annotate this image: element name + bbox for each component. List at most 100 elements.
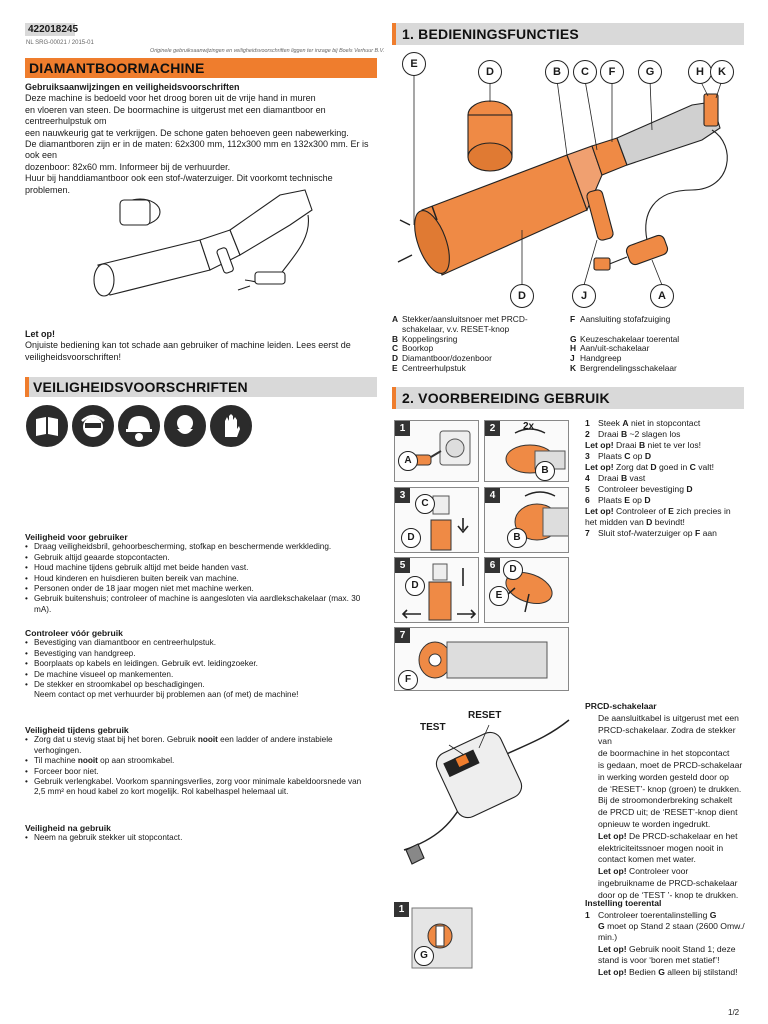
speed-line: G moet op Stand 2 staan (2600 Omw./ <box>598 920 745 931</box>
step-3-note: Let op! Zorg dat D goed in C valt! <box>585 462 714 472</box>
panel-number: 5 <box>395 558 410 573</box>
drill-illustration-small <box>93 189 313 297</box>
hard-hat-icon <box>118 405 160 447</box>
list-item: Boorplaats op kabels en leidingen. Gebru… <box>25 659 377 670</box>
panel-callout-e: E <box>489 586 509 606</box>
panel-callout-f: F <box>398 670 418 690</box>
functions-title-accent <box>392 23 396 45</box>
list-item: Bevestiging van diamantboor en centreerh… <box>25 638 377 649</box>
list-item: Bevestiging van handgreep. <box>25 649 377 660</box>
prep-panel-2: 2 2x B <box>484 420 569 482</box>
diagram-callout-b: B <box>545 60 569 84</box>
prcd-line: in werking worden gesteld door op <box>598 771 729 782</box>
panel-number: 6 <box>485 558 500 573</box>
prcd-line: de PRCD uit; de ‘RESET’-knop dient <box>598 807 738 818</box>
intro-line: dozenboor: 82x60 mm. Informeer bij de ve… <box>25 161 231 172</box>
user-safety-section: Veiligheid voor gebruiker Draag veilighe… <box>25 532 377 615</box>
list-item: Gebruik buitenshuis; controleer of machi… <box>25 594 377 615</box>
manual-icon <box>26 405 68 447</box>
panel-number: 3 <box>395 488 410 503</box>
prcd-line: ingebruikname de PRCD-schakelaar <box>598 877 738 888</box>
speed-heading: Instelling toerental <box>585 898 662 908</box>
gloves-icon <box>210 405 252 447</box>
prep-title: 2. VOORBEREIDING GEBRUIK <box>402 390 610 406</box>
panel-2x-label: 2x <box>523 421 535 432</box>
prep-panel-3: 3 C D <box>394 487 479 553</box>
letop-line: veiligheidsvoorschriften! <box>25 351 122 362</box>
title-bar <box>25 58 377 78</box>
list-item: Zorg dat u stevig staat bij het boren. G… <box>25 735 377 756</box>
speed-panel: 1 G <box>394 902 474 974</box>
intro-line: De diamantboren zijn er in de maten: 62x… <box>25 139 369 161</box>
prcd-line: de ‘RESET’- knop (groen) te drukken. <box>598 783 742 794</box>
before-use-heading: Controleer vóór gebruik <box>25 628 123 638</box>
prcd-test-label: TEST <box>420 722 446 733</box>
diagram-callout-d2: D <box>510 284 534 308</box>
intro-line: en vloeren van steen. De boormachine is … <box>25 104 326 127</box>
list-item: De stekker en stroomkabel op beschadigin… <box>25 680 377 691</box>
intro-line: een nauwkeurig gat te verkrijgen. De sch… <box>25 127 349 138</box>
speed-line: stand is voor ‘boren met statief’! <box>598 955 720 966</box>
page-number: 1/2 <box>728 1008 740 1017</box>
functions-title: 1. BEDIENINGSFUNCTIES <box>402 26 579 42</box>
intro-section: Gebruiksaanwijzingen en veiligheidsvoors… <box>25 82 377 196</box>
prcd-line: contact komen met water. <box>598 854 696 865</box>
panel-number: 1 <box>395 421 410 436</box>
drill-diagram <box>397 72 728 286</box>
during-use-section: Veiligheid tijdens gebruik Zorg dat u st… <box>25 725 377 798</box>
list-item: Gebruik verlengkabel. Voorkom spanningsv… <box>25 777 377 798</box>
goggles-ear-icon <box>72 405 114 447</box>
list-item: Forceer boor niet. <box>25 767 377 778</box>
prep-panel-5: 5 D <box>394 557 479 623</box>
panel-callout-b: B <box>507 528 527 548</box>
intro-line: Deze machine is bedoeld voor het droog b… <box>25 93 316 104</box>
diagram-callout-j: J <box>572 284 596 308</box>
safety-title-accent <box>25 377 29 397</box>
prep-panel-7: 7 F <box>394 627 569 691</box>
list-item: Gebruik altijd geaarde stopcontacten. <box>25 553 377 564</box>
diagram-callout-a: A <box>650 284 674 308</box>
panel-callout-d: D <box>503 560 523 580</box>
prcd-line: opnieuw te worden ingedrukt. <box>598 818 711 829</box>
list-item: Til machine nooit op aan stroomkabel. <box>25 756 377 767</box>
list-item: Draag veiligheidsbril, gehoorbescherming… <box>25 542 377 553</box>
article-number-bar <box>25 23 75 36</box>
panel-callout-c: C <box>415 494 435 514</box>
diagram-callout-d: D <box>478 60 502 84</box>
legend-item: schakelaar, v.v. RESET-knop <box>402 323 510 334</box>
before-use-section: Controleer vóór gebruik Bevestiging van … <box>25 628 377 701</box>
prcd-line: de boormachine in het stopcontact <box>598 748 730 759</box>
prcd-letop-2: Let op! Controleer voor <box>598 866 689 877</box>
prcd-line: door op de ‘TEST ’- knop te drukken. <box>598 889 739 900</box>
prcd-section: PRCD-schakelaar De aansluitkabel is uitg… <box>585 701 745 902</box>
prcd-line: De aansluitkabel is uitgerust met een <box>598 712 739 723</box>
diagram-callout-e: E <box>402 52 426 76</box>
user-safety-heading: Veiligheid voor gebruiker <box>25 532 128 542</box>
panel-number: 4 <box>485 488 500 503</box>
doc-code: NL SRG-00021 / 2015-01 <box>26 40 94 46</box>
diagram-callout-f: F <box>600 60 624 84</box>
panel-number: 2 <box>485 421 500 436</box>
diagram-callout-g: G <box>638 60 662 84</box>
intro-line: Huur bij handdiamantboor ook een stof-/w… <box>25 173 333 195</box>
safety-title: VEILIGHEIDSVOORSCHRIFTEN <box>33 379 248 395</box>
prcd-letop-1: Let op! De PRCD-schakelaar en het <box>598 830 738 841</box>
prcd-line: PRCD-schakelaar. Zodra de stekker van <box>598 724 736 747</box>
panel-callout-b: B <box>535 461 555 481</box>
diagram-callout-k: K <box>710 60 734 84</box>
